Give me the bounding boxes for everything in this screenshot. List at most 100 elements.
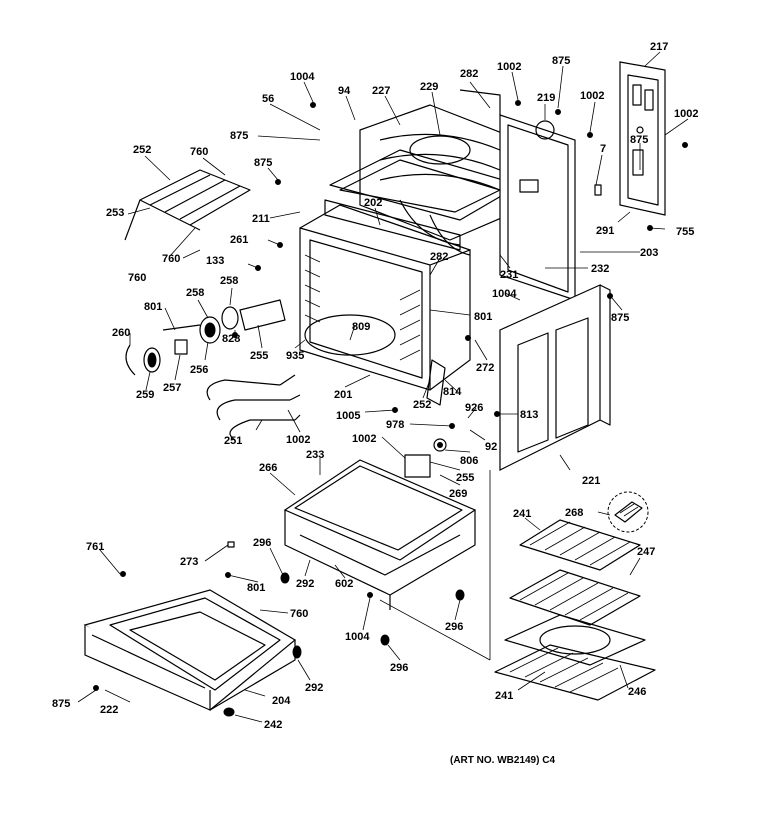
callout-203: 203: [640, 247, 658, 259]
rack-inset-detail: [607, 491, 649, 533]
callout-760: 760: [290, 608, 308, 620]
callout-217: 217: [650, 41, 668, 53]
callout-761: 761: [86, 541, 104, 553]
callout-204: 204: [272, 695, 291, 707]
side-panel: [459, 89, 576, 301]
callout-241: 241: [513, 508, 531, 520]
callout-246: 246: [628, 686, 646, 698]
callout-labels: 1004 94 227 229 282 1002 875 217 56 219 …: [52, 41, 698, 731]
callout-1004: 1004: [492, 288, 517, 300]
callout-814: 814: [443, 386, 462, 398]
callout-875: 875: [552, 55, 570, 67]
callout-291: 291: [596, 225, 614, 237]
callout-1004: 1004: [345, 631, 370, 643]
callout-1002: 1002: [352, 433, 376, 445]
callout-1002: 1002: [497, 61, 521, 73]
callout-760: 760: [162, 253, 180, 265]
callout-875: 875: [611, 312, 629, 324]
callout-801: 801: [144, 301, 162, 313]
callout-255: 255: [456, 472, 474, 484]
callout-258: 258: [186, 287, 204, 299]
callout-875: 875: [52, 698, 70, 710]
callout-296: 296: [445, 621, 463, 633]
callout-233: 233: [306, 449, 324, 461]
callout-258: 258: [220, 275, 238, 287]
callout-211: 211: [252, 213, 270, 225]
callout-261: 261: [230, 234, 248, 246]
callout-256: 256: [190, 364, 208, 376]
callout-133: 133: [206, 255, 224, 267]
storage-drawer: [83, 589, 302, 717]
callout-219: 219: [537, 92, 555, 104]
callout-259: 259: [136, 389, 154, 401]
callout-253: 253: [106, 207, 124, 219]
callout-272: 272: [476, 362, 494, 374]
callout-755: 755: [676, 226, 694, 238]
callout-260: 260: [112, 327, 130, 339]
callout-809: 809: [352, 321, 370, 333]
callout-1004: 1004: [290, 71, 315, 83]
art-number-caption: (ART NO. WB2149) C4: [450, 755, 555, 766]
broil-element: [124, 169, 251, 241]
bake-element: [206, 374, 301, 441]
callout-227: 227: [372, 85, 390, 97]
callout-801: 801: [474, 311, 492, 323]
leader-lines: [77, 51, 689, 723]
callout-94: 94: [338, 85, 351, 97]
callout-268: 268: [565, 507, 583, 519]
callout-875: 875: [630, 134, 648, 146]
callout-935: 935: [286, 350, 304, 362]
callout-282: 282: [460, 68, 478, 80]
callout-801: 801: [247, 582, 265, 594]
callout-251: 251: [224, 435, 242, 447]
callout-241: 241: [495, 690, 513, 702]
callout-92: 92: [485, 441, 497, 453]
callout-222: 222: [100, 704, 118, 716]
callout-56: 56: [262, 93, 274, 105]
callout-760: 760: [128, 272, 146, 284]
callout-1002: 1002: [286, 434, 310, 446]
convection-fan-parts: [125, 299, 286, 376]
callout-1002: 1002: [674, 108, 698, 120]
callout-813: 813: [520, 409, 538, 421]
callout-1005: 1005: [336, 410, 360, 422]
callout-926: 926: [465, 402, 483, 414]
callout-296: 296: [390, 662, 408, 674]
callout-875: 875: [254, 157, 272, 169]
door-latch-parts: [404, 359, 447, 478]
callout-232: 232: [591, 263, 609, 275]
callout-292: 292: [305, 682, 323, 694]
callout-242: 242: [264, 719, 282, 731]
callout-221: 221: [582, 475, 600, 487]
callout-273: 273: [180, 556, 198, 568]
callout-252: 252: [133, 144, 151, 156]
callout-296: 296: [253, 537, 271, 549]
callout-978: 978: [386, 419, 404, 431]
oven-door: [499, 284, 611, 471]
callout-806: 806: [460, 455, 478, 467]
oven-cavity: [299, 149, 521, 391]
callout-875: 875: [230, 130, 248, 142]
callout-828: 828: [222, 333, 240, 345]
callout-760: 760: [190, 146, 208, 158]
callout-269: 269: [449, 488, 467, 500]
callout-1002: 1002: [580, 90, 604, 102]
callout-292: 292: [296, 578, 314, 590]
callout-201: 201: [334, 389, 352, 401]
callout-257: 257: [163, 382, 181, 394]
oven-racks: [494, 519, 656, 701]
callout-7: 7: [600, 143, 606, 155]
callout-282: 282: [430, 251, 448, 263]
callout-266: 266: [259, 462, 277, 474]
insulation-shroud: [359, 104, 521, 256]
callout-255: 255: [250, 350, 268, 362]
callout-229: 229: [420, 81, 438, 93]
callout-602: 602: [335, 578, 353, 590]
drawer-support-frame: [280, 459, 477, 646]
callout-247: 247: [637, 546, 655, 558]
callout-202: 202: [364, 197, 382, 209]
callout-231: 231: [500, 269, 518, 281]
back-panel: [619, 61, 666, 216]
callout-252: 252: [413, 399, 431, 411]
